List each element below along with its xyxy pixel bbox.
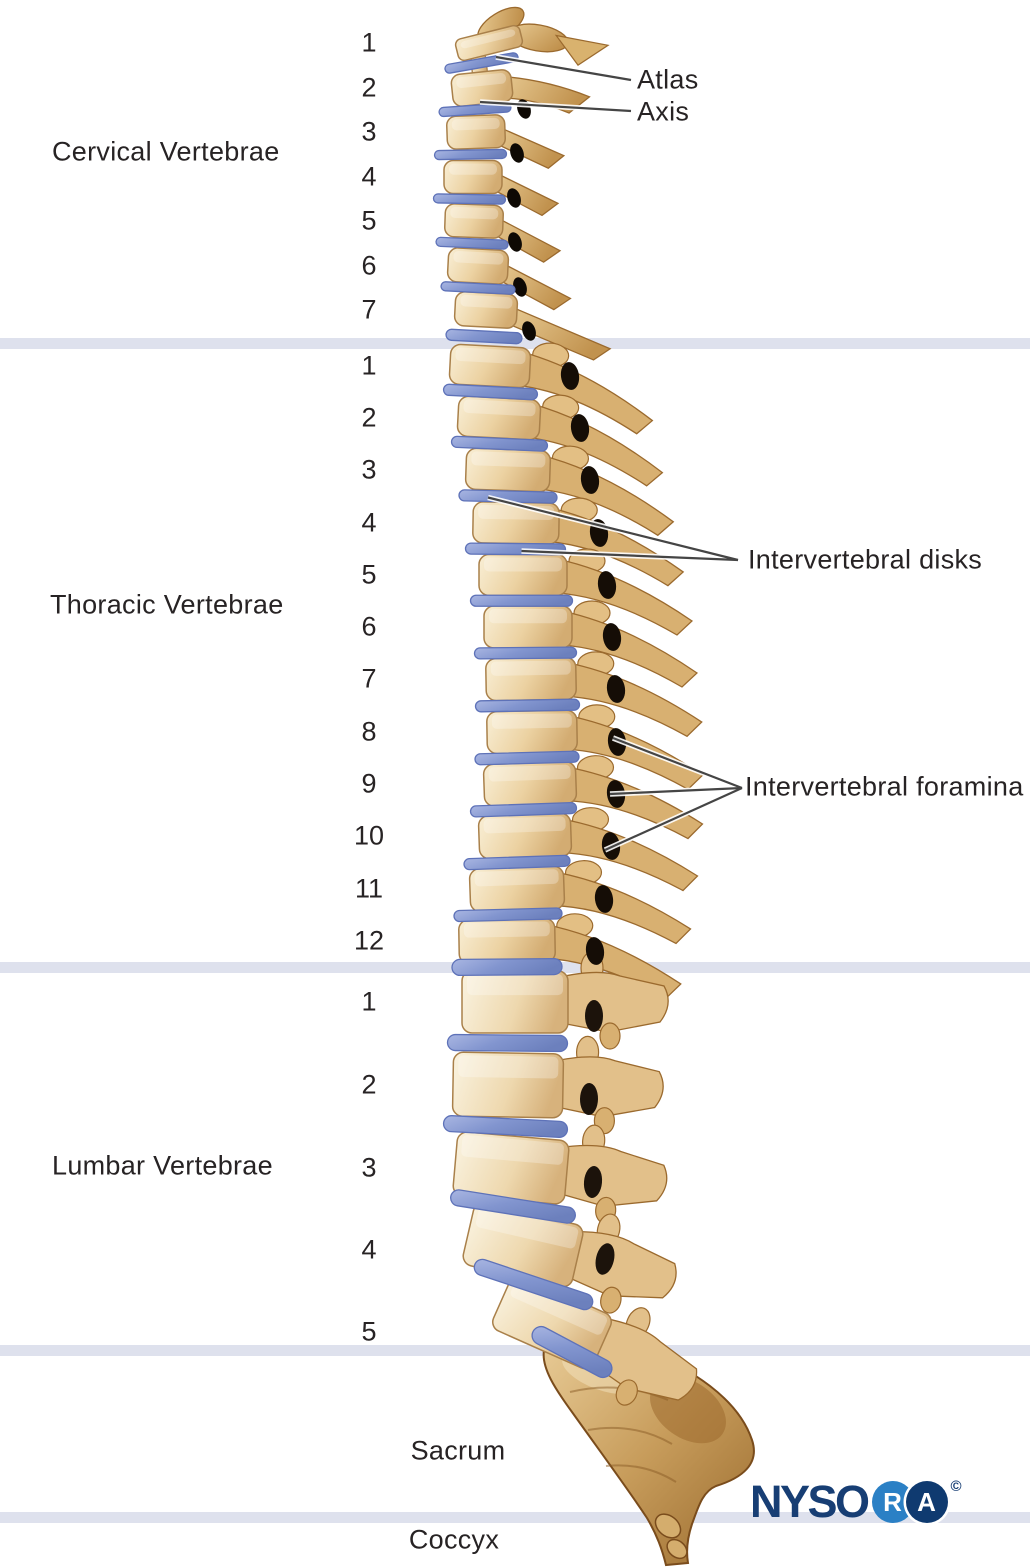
vertebra-number-thoracic-10: 10 (353, 820, 385, 851)
vertebra-number-cervical-4: 4 (361, 161, 377, 192)
vertebra-number-thoracic-7: 7 (361, 663, 377, 694)
vertebra-number-thoracic-11: 11 (354, 873, 384, 904)
vertebra-number-thoracic-2: 2 (361, 402, 377, 433)
vertebra-number-thoracic-1: 1 (361, 350, 377, 381)
vertebra-number-cervical-1: 1 (361, 27, 377, 58)
vertebra-number-cervical-6: 6 (361, 250, 377, 281)
vertebra-number-thoracic-6: 6 (361, 611, 377, 642)
vertebra-number-thoracic-3: 3 (361, 454, 377, 485)
vertebra-number-lumbar-4: 4 (361, 1234, 377, 1265)
vertebra-number-lumbar-2: 2 (361, 1069, 377, 1100)
vertebra-number-lumbar-3: 3 (361, 1152, 377, 1183)
region-label-cervical: Cervical Vertebrae (52, 136, 280, 167)
logo-wordmark: NYSO (750, 1476, 870, 1527)
vertebra-number-cervical-3: 3 (361, 116, 377, 147)
region-label-thoracic: Thoracic Vertebrae (50, 589, 284, 620)
vertebra-number-thoracic-8: 8 (361, 716, 377, 747)
vertebra-number-lumbar-5: 5 (361, 1316, 377, 1347)
region-label-lumbar: Lumbar Vertebrae (52, 1150, 273, 1181)
vertebra-number-thoracic-4: 4 (361, 507, 377, 538)
logo-badge-a-icon: A (905, 1480, 948, 1523)
divider-sacrum-coccyx (0, 1512, 1030, 1523)
vertebra-number-thoracic-12: 12 (353, 925, 385, 956)
label-coccyx: Coccyx (408, 1524, 500, 1555)
copyright-symbol: © (950, 1478, 962, 1495)
vertebra-number-lumbar-1: 1 (361, 986, 377, 1017)
nysora-logo: NYSO R A © (750, 1476, 962, 1527)
label-sacrum: Sacrum (410, 1435, 506, 1466)
vertebra-number-thoracic-9: 9 (361, 768, 377, 799)
vertebra-number-thoracic-5: 5 (361, 559, 377, 590)
annotation-foramina: Intervertebral foramina (745, 771, 1024, 802)
annotation-axis: Axis (637, 96, 690, 127)
vertebra-number-cervical-7: 7 (361, 294, 377, 325)
vertebra-number-cervical-2: 2 (361, 72, 377, 103)
annotation-atlas: Atlas (637, 64, 699, 95)
divider-lumbar-sacrum (0, 1345, 1030, 1356)
vertebra-number-cervical-5: 5 (361, 205, 377, 236)
annotation-disks: Intervertebral disks (748, 544, 983, 575)
